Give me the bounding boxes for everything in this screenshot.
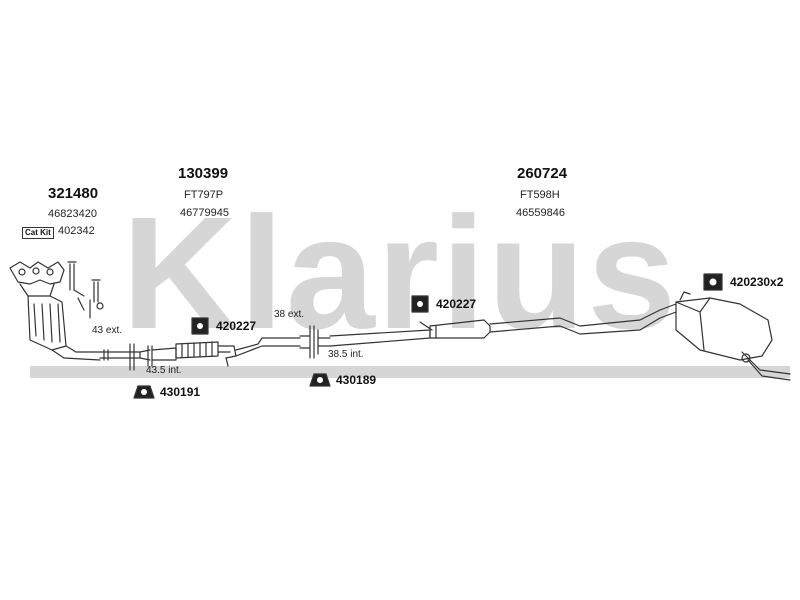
- dimension-rear-ext: 38 ext.: [274, 309, 305, 320]
- catalytic-converter-drawing: [9, 261, 104, 361]
- rear-silencer-ref: FT598H: [520, 189, 560, 201]
- dimension-rear-int: 38.5 int.: [328, 349, 364, 360]
- rear-flange-drawing: [309, 325, 331, 359]
- mount-icon-m3: [703, 273, 723, 291]
- rear-silencer-part-number: 260724: [517, 165, 568, 182]
- cat-kit-badge: Cat Kit: [22, 227, 54, 239]
- mount-ref-m3: 420230x2: [730, 275, 784, 289]
- mount-icon-m4: [133, 385, 155, 399]
- front-pipe-oe-number: 46779945: [180, 207, 229, 219]
- mount-ref-m5: 430189: [336, 373, 377, 387]
- cat-oe-number: 46823420: [48, 208, 97, 220]
- front-pipe-part-number: 130399: [178, 165, 229, 182]
- cat-part-number: 321480: [48, 185, 99, 202]
- front-pipe-ref: FT797P: [184, 189, 224, 201]
- dimension-front-int: 43.5 int.: [146, 365, 182, 376]
- watermark-bar: [30, 366, 790, 378]
- mount-ref-m2: 420227: [436, 297, 477, 311]
- mount-ref-m1: 420227: [216, 319, 257, 333]
- rear-silencer-drawing: [675, 291, 791, 381]
- cat-kit-number: 402342: [58, 225, 95, 237]
- mount-ref-m4: 430191: [160, 385, 201, 399]
- front-pipe-drawing: [99, 335, 311, 371]
- mount-icon-m1: [191, 317, 209, 335]
- mount-icon-m5: [309, 373, 331, 387]
- dimension-front-ext: 43 ext.: [92, 325, 123, 336]
- rear-silencer-oe-number: 46559846: [516, 207, 565, 219]
- mid-pipe-drawing: [329, 303, 677, 347]
- mount-icon-m2: [411, 295, 429, 313]
